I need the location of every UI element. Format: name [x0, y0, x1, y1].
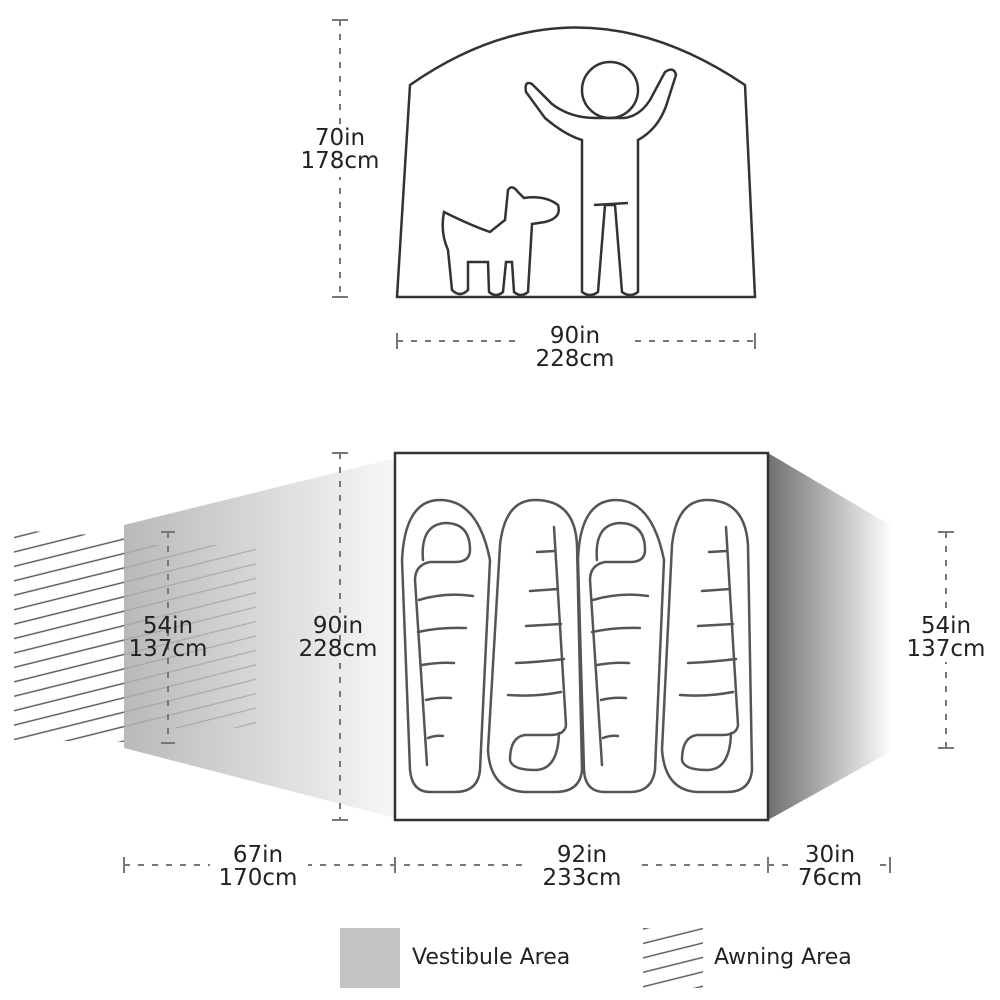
tent-length-in: 92in — [557, 842, 607, 868]
side-view: 70in 178cm 90in 228cm — [300, 19, 757, 372]
tent-length-cm: 233cm — [543, 865, 622, 891]
floor-depth-cm: 228cm — [299, 636, 378, 662]
legend-awning-label: Awning Area — [714, 945, 852, 970]
floor-depth-in: 90in — [313, 613, 363, 639]
side-width-cm: 228cm — [536, 346, 615, 372]
right-vestibule — [768, 453, 890, 820]
right-vestibule-length-in: 30in — [805, 842, 855, 868]
awning-area — [14, 530, 124, 742]
legend: Vestibule Area Awning Area — [340, 928, 852, 988]
sleeping-bag — [660, 498, 754, 794]
sleeping-bag — [576, 498, 666, 794]
awning-swatch — [643, 928, 703, 988]
left-vestibule-depth-cm: 137cm — [129, 636, 208, 662]
awning-overlap-hatch — [124, 545, 256, 728]
side-width-in: 90in — [550, 323, 600, 349]
awning-length-in: 67in — [233, 842, 283, 868]
sleeping-bag — [486, 498, 584, 794]
awning-length-cm: 170cm — [219, 865, 298, 891]
right-vestibule-depth-cm: 137cm — [907, 636, 986, 662]
side-height-cm: 178cm — [301, 148, 380, 174]
dog-icon — [441, 186, 560, 297]
legend-vestibule-label: Vestibule Area — [412, 945, 570, 970]
person-icon — [524, 60, 678, 297]
vestibule-swatch — [340, 928, 400, 988]
side-height-in: 70in — [315, 125, 365, 151]
tent-side-outline — [395, 26, 757, 299]
sleeping-bag — [400, 498, 492, 794]
floor-plan: 90in 228cm 54in 137cm 54in 137cm 67in 17… — [14, 451, 990, 891]
right-vestibule-length-cm: 76cm — [798, 865, 862, 891]
left-vestibule-depth-in: 54in — [143, 613, 193, 639]
right-vestibule-depth-in: 54in — [921, 613, 971, 639]
